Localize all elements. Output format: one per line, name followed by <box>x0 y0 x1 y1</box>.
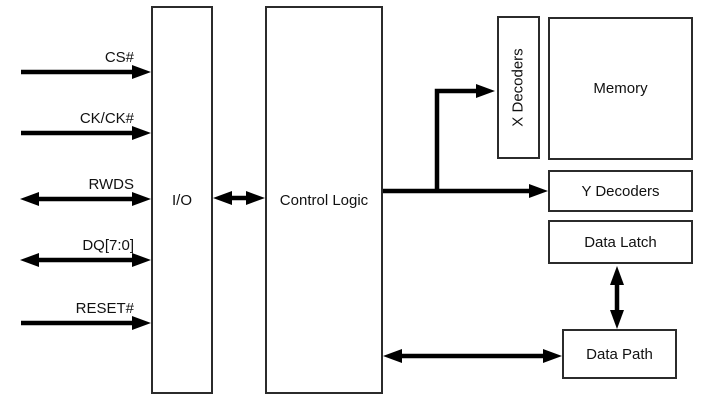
signal-label-rwds: RWDS <box>88 176 134 193</box>
data-latch-label: Data Latch <box>584 233 657 251</box>
arrowhead-right-icon <box>132 253 151 267</box>
arrowhead-right-icon <box>246 191 265 205</box>
arrowhead-right-icon <box>132 192 151 206</box>
x-decoders-block: X Decoders <box>497 16 540 159</box>
control-to-xdecoders-arrow <box>434 84 495 193</box>
arrowhead-left-icon <box>383 349 402 363</box>
signal-label-cs: CS# <box>104 49 134 66</box>
arrowhead-down-icon <box>610 310 624 329</box>
datalatch-datapath-arrow <box>610 266 624 329</box>
cs-signal-arrow <box>21 65 151 79</box>
arrowhead-right-icon <box>132 126 151 140</box>
arrowhead-right-icon <box>529 184 548 198</box>
control-to-ydecoders-arrow <box>383 184 548 198</box>
reset-signal-arrow <box>21 316 151 330</box>
memory-block: Memory <box>548 17 693 160</box>
ck-signal-arrow <box>21 126 151 140</box>
io-block-label: I/O <box>171 191 192 209</box>
io-control-arrow <box>213 191 265 205</box>
control-datapath-arrow <box>383 349 562 363</box>
arrowhead-left-icon <box>20 192 39 206</box>
io-block: I/O <box>151 6 213 394</box>
arrowhead-right-icon <box>543 349 562 363</box>
arrowhead-right-icon <box>476 84 495 98</box>
data-path-label: Data Path <box>586 345 653 363</box>
y-decoders-block: Y Decoders <box>548 170 693 212</box>
data-latch-block: Data Latch <box>548 220 693 264</box>
signal-label-ck: CK/CK# <box>79 110 134 127</box>
rwds-signal-arrow <box>20 192 151 206</box>
arrowhead-left-icon <box>213 191 232 205</box>
arrowhead-right-icon <box>132 316 151 330</box>
memory-label: Memory <box>593 80 648 97</box>
arrowhead-left-icon <box>20 253 39 267</box>
signal-label-reset: RESET# <box>75 300 134 317</box>
x-decoders-label: X Decoders <box>510 48 527 127</box>
y-decoders-label: Y Decoders <box>581 182 660 200</box>
control-logic-block: Control Logic <box>265 6 383 394</box>
signal-label-dq: DQ[7:0] <box>82 237 134 254</box>
arrowhead-right-icon <box>132 65 151 79</box>
arrowhead-up-icon <box>610 266 624 285</box>
dq-signal-arrow <box>20 253 151 267</box>
data-path-block: Data Path <box>562 329 677 379</box>
control-logic-label: Control Logic <box>279 191 369 209</box>
